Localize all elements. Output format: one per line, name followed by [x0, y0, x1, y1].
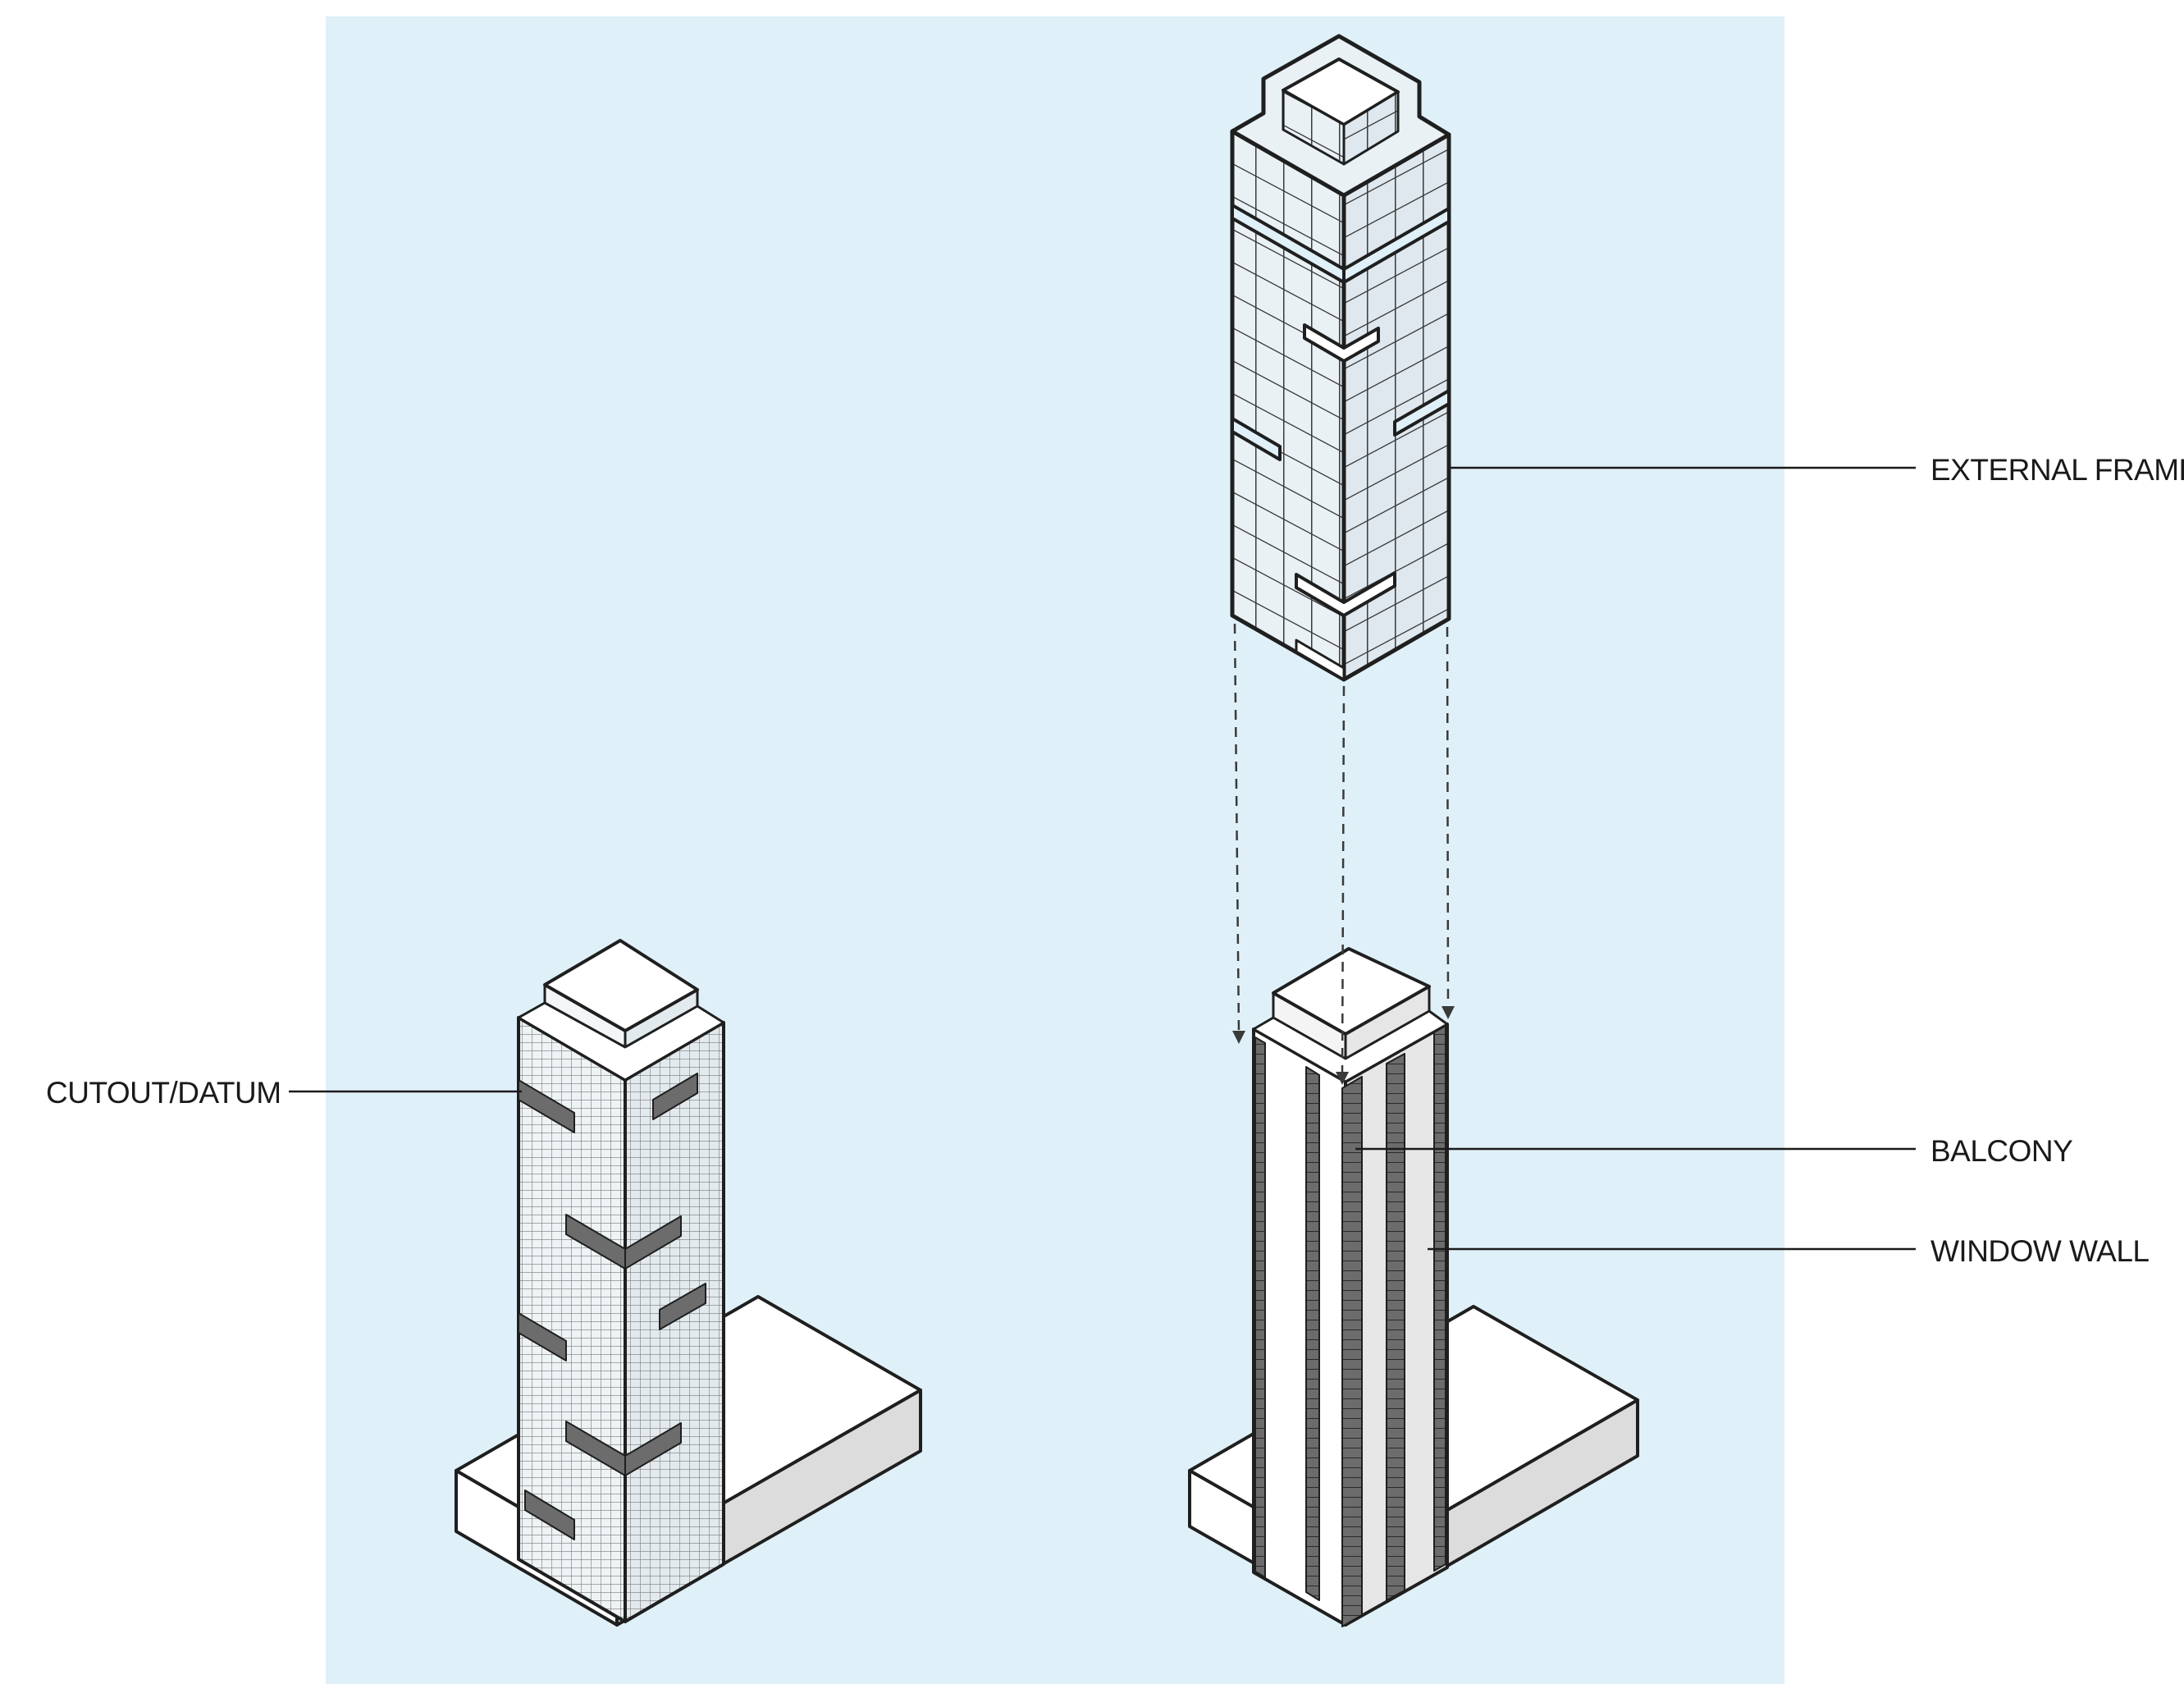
label-window-wall: WINDOW WALL — [1930, 1234, 2150, 1268]
frame-top-inner — [1342, 90, 1400, 166]
frame-notch — [1393, 389, 1451, 437]
frame-notch — [1342, 207, 1451, 284]
left-cutout-band — [652, 1073, 698, 1120]
right-tower-top-ring — [1252, 1009, 1449, 1083]
balcony-stack — [1433, 1025, 1446, 1572]
arrowhead-icon — [1336, 1072, 1349, 1085]
left-cutout-band — [624, 1422, 682, 1476]
left-tower-top-ring — [517, 1001, 725, 1082]
alignment-lines — [1233, 623, 1450, 1076]
right-roof-top — [1272, 947, 1431, 1036]
arrowhead-icon — [1442, 1006, 1455, 1019]
frame-notch — [1295, 571, 1396, 617]
label-cutout-datum: CUTOUT/DATUM — [46, 1076, 281, 1110]
frame-bottom-left — [1295, 638, 1346, 681]
balcony-stack — [1341, 1076, 1363, 1627]
label-external-frame: EXTERNAL FRAME — [1930, 453, 2184, 487]
balcony-stack — [1254, 1036, 1266, 1578]
label-balcony: BALCONY — [1930, 1134, 2072, 1168]
left-tower-assembled — [455, 939, 922, 1627]
left-cutout-band — [518, 1312, 567, 1361]
right-tower-left-face — [1252, 1027, 1347, 1627]
left-roof-top — [543, 939, 699, 1032]
frame-notch — [1231, 417, 1282, 461]
alignment-arrowheads — [1232, 1006, 1455, 1085]
balcony-stack — [1386, 1053, 1405, 1601]
right-tower-core — [1188, 947, 1639, 1627]
left-tower-right-face — [624, 1021, 725, 1623]
left-cutout-band — [659, 1283, 706, 1330]
alignment-line-right — [1446, 626, 1450, 1010]
external-frame-exploded — [1230, 34, 1451, 682]
left-cutout-band — [524, 1490, 575, 1540]
frame-notch — [1303, 323, 1380, 363]
leader-lines — [289, 466, 1916, 1251]
alignment-line-center — [1341, 685, 1346, 1076]
left-cutout-band — [518, 1079, 575, 1133]
arrowhead-icon — [1232, 1031, 1245, 1044]
left-cutout-band — [624, 1215, 682, 1270]
balcony-stack — [1305, 1066, 1320, 1601]
